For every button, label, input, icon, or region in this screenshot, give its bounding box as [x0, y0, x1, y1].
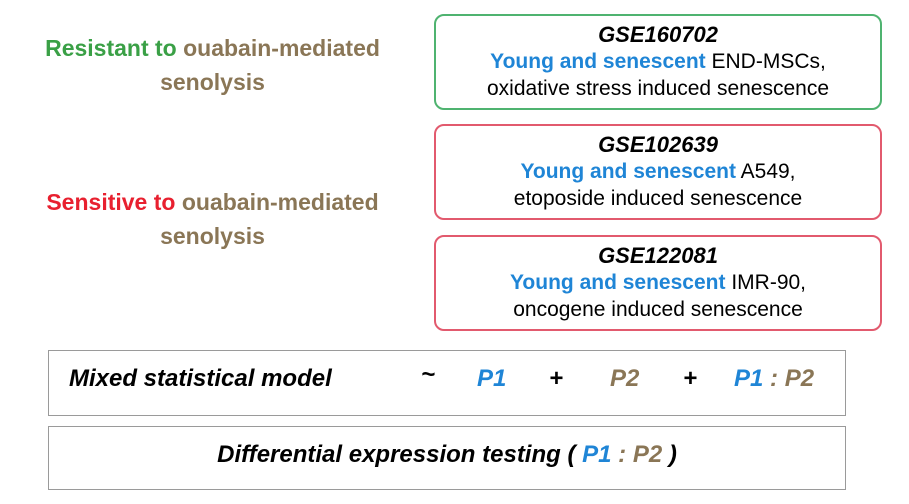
- dataset-cells: IMR-90,: [731, 271, 807, 294]
- differential-expression-line: Differential expression testing ( P1 : P…: [49, 441, 845, 469]
- dataset-highlight: Young and senescent: [520, 160, 736, 183]
- interaction-colon: :: [770, 365, 779, 392]
- sensitive-label: Sensitive to ouabain-mediated senolysis: [10, 185, 415, 253]
- dataset-cells: A549,: [740, 160, 796, 183]
- sensitive-label-agent: ouabain-mediated: [181, 189, 379, 215]
- dataset-induction: oncogene induced senescence: [513, 298, 803, 321]
- differential-text: Differential expression testing (: [217, 441, 576, 468]
- dataset-induction: etoposide induced senescence: [513, 187, 803, 210]
- differential-colon: :: [618, 441, 627, 468]
- dataset-id: GSE102639: [598, 132, 718, 157]
- resistant-label: Resistant to ouabain-mediated senolysis: [10, 31, 415, 99]
- plus-operator-1: +: [549, 365, 564, 392]
- resistant-label-prefix: Resistant to: [45, 35, 177, 61]
- term-p2: P2: [610, 365, 640, 392]
- mixed-model-formula: Mixed statistical model ~ P1 + P2 + P1 :…: [48, 350, 846, 416]
- dataset-box-gse122081: GSE122081 Young and senescent IMR-90, on…: [434, 235, 882, 331]
- tilde-operator: ~: [421, 361, 436, 388]
- term-p1: P1: [477, 365, 507, 392]
- dataset-highlight: Young and senescent: [490, 50, 706, 73]
- resistant-label-agent: ouabain-mediated: [183, 35, 380, 61]
- dataset-sample-line: Young and senescent A549,: [436, 158, 880, 185]
- interaction-p1: P1: [734, 365, 764, 392]
- sensitive-label-prefix: Sensitive to: [46, 189, 176, 215]
- dataset-id: GSE122081: [598, 243, 718, 268]
- dataset-induction: oxidative stress induced senescence: [486, 77, 830, 100]
- interaction-term: P1 : P2: [734, 365, 814, 393]
- differential-p1: P1: [582, 441, 612, 468]
- differential-expression-box: Differential expression testing ( P1 : P…: [48, 426, 846, 490]
- resistant-label-outcome: senolysis: [160, 69, 265, 95]
- interaction-p2: P2: [784, 365, 815, 392]
- plus-operator-2: +: [683, 365, 698, 392]
- sensitive-label-outcome: senolysis: [160, 223, 265, 249]
- dataset-id: GSE160702: [598, 22, 718, 47]
- dataset-sample-line: Young and senescent END-MSCs,: [436, 48, 880, 75]
- dataset-sample-line: Young and senescent IMR-90,: [436, 269, 880, 296]
- dataset-cells: END-MSCs,: [711, 50, 826, 73]
- differential-p2: P2: [632, 441, 663, 468]
- dataset-box-gse102639: GSE102639 Young and senescent A549, etop…: [434, 124, 882, 220]
- dataset-highlight: Young and senescent: [509, 271, 726, 294]
- differential-close: ): [668, 441, 677, 468]
- model-label: Mixed statistical model: [69, 365, 332, 392]
- dataset-box-gse160702: GSE160702 Young and senescent END-MSCs, …: [434, 14, 882, 110]
